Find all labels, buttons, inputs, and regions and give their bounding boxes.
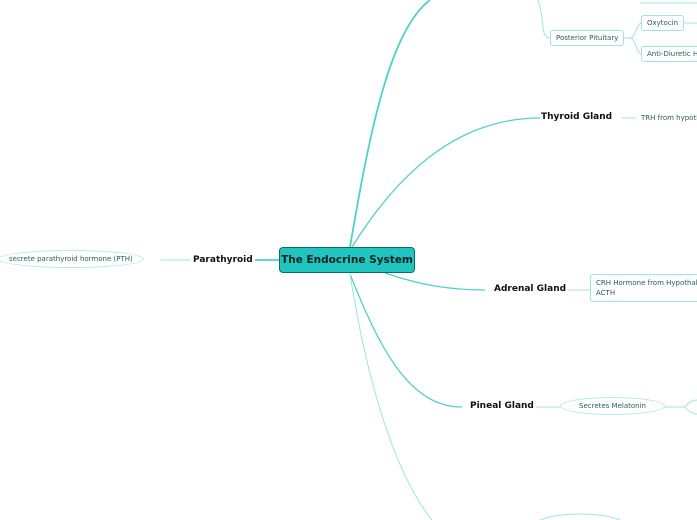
- subtopic-trh[interactable]: TRH from hypoth: [641, 114, 697, 122]
- subtopic-posterior-pituitary[interactable]: Posterior Pituitary: [550, 30, 625, 46]
- subtopic-oxytocin[interactable]: Oxytocin: [641, 15, 685, 31]
- subtopic-adh[interactable]: Anti-Diuretic He: [641, 46, 697, 62]
- central-topic[interactable]: The Endocrine System: [279, 247, 415, 273]
- topic-parathyroid[interactable]: Parathyroid: [193, 255, 253, 265]
- subtopic-melatonin[interactable]: Secretes Melatonin: [560, 397, 665, 415]
- subtopic-pth[interactable]: secrete parathyroid hormone (PTH): [0, 250, 144, 268]
- subtopic-crh[interactable]: CRH Hormone from Hypothal ACTH: [590, 274, 697, 302]
- crh-line2: ACTH: [596, 289, 616, 297]
- topic-adrenal-gland[interactable]: Adrenal Gland: [494, 284, 567, 294]
- crh-line1: CRH Hormone from Hypothal: [596, 279, 697, 287]
- topic-pineal-gland[interactable]: Pineal Gland: [470, 401, 534, 411]
- topic-thyroid-gland[interactable]: Thyroid Gland: [541, 112, 613, 122]
